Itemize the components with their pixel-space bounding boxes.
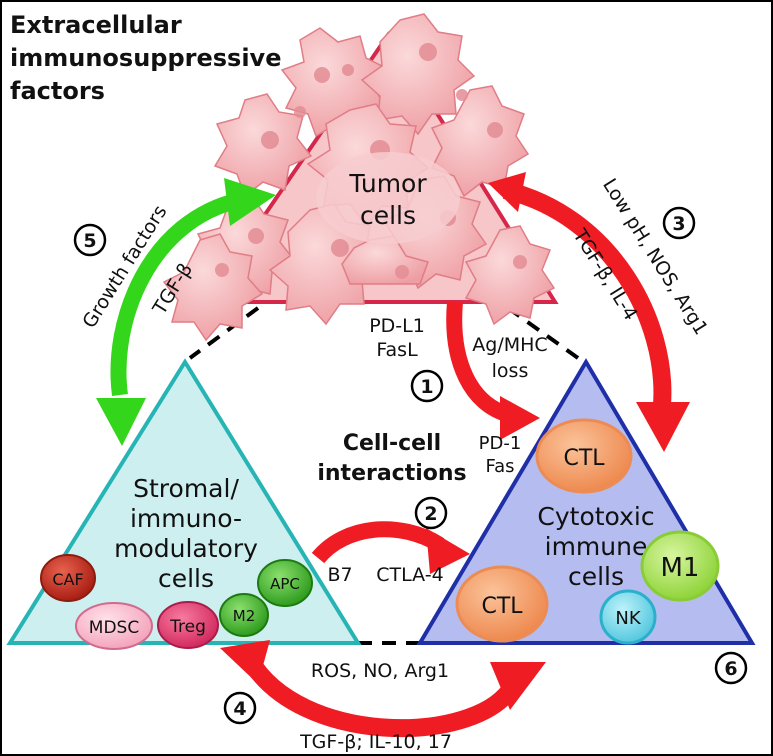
arrow-2-head	[426, 528, 470, 574]
badge-6-label: 6	[724, 658, 737, 680]
cytotoxic-label-3: cells	[568, 562, 624, 591]
stromal-label-1: Stromal/	[133, 474, 239, 503]
dashed-connectors	[188, 306, 580, 645]
badge-3-label: 3	[672, 213, 685, 235]
tumor-triangle: Tumor cells	[162, 13, 559, 342]
cell-mdsc: MDSC	[75, 602, 153, 650]
badge-4-label: 4	[233, 698, 246, 720]
a1-target-1: PD-1	[479, 433, 522, 454]
arrow-1-head	[500, 396, 540, 440]
title-line-2: immunosuppressive	[10, 44, 281, 72]
cytotoxic-label-1: Cytotoxic	[537, 502, 654, 531]
arrow-4-head-left	[220, 640, 270, 684]
tumor-label-2: cells	[360, 201, 416, 230]
badge-2: 2	[414, 496, 448, 530]
badge-1: 1	[410, 369, 444, 403]
a2-left: B7	[327, 564, 352, 586]
arrow-5-green	[110, 192, 242, 397]
cell-cell-label-1: Cell-cell	[343, 431, 441, 456]
a1-left-1: PD-L1	[369, 315, 425, 337]
a1-right-1: Ag/MHC	[472, 334, 547, 356]
cell-treg: Treg	[157, 601, 219, 649]
badge-5-label: 5	[83, 230, 96, 252]
ctl-bottom-label: CTL	[481, 594, 523, 619]
arrow-3-head-bottom	[636, 402, 690, 452]
m2-label: M2	[233, 607, 256, 625]
cell-ctl-bottom: CTL	[455, 565, 549, 643]
tumor-nuclei	[215, 43, 527, 279]
apc-label: APC	[270, 575, 300, 593]
treg-label: Treg	[169, 617, 206, 637]
badge-6: 6	[714, 651, 748, 685]
badge-2-label: 2	[424, 503, 437, 525]
badge-4: 4	[223, 691, 257, 725]
cell-caf: CAF	[40, 554, 96, 602]
cell-m1: M1	[640, 530, 720, 602]
badge-5: 5	[73, 223, 107, 257]
a4-top: ROS, NO, Arg1	[311, 660, 449, 682]
cell-cell-label-2: interactions	[317, 461, 466, 486]
arrow-4-head-right	[490, 662, 546, 710]
arrow-3-red	[502, 181, 672, 406]
title-line-1: Extracellular	[10, 11, 182, 39]
arrow-3-head-top	[488, 172, 526, 212]
stromal-label-2: immuno-	[130, 504, 242, 533]
arrow-5-head-top	[224, 178, 276, 226]
arrow-2-red	[311, 521, 445, 564]
badge-1-label: 1	[420, 376, 433, 398]
title-line-3: factors	[10, 77, 105, 105]
nk-label: NK	[615, 608, 641, 629]
mdsc-label: MDSC	[89, 618, 139, 638]
stromal-label-3: modulatory	[114, 534, 258, 563]
a1-left-2: FasL	[376, 339, 418, 361]
a4-bottom: TGF-β; IL-10, 17	[299, 731, 452, 753]
ctl-top-label: CTL	[563, 446, 605, 471]
cell-nk: NK	[599, 589, 657, 645]
cytotoxic-label-2: immune	[545, 532, 648, 561]
arrow-4-red	[242, 655, 518, 737]
badge-3: 3	[662, 206, 696, 240]
page-title: Extracellular immunosuppressive factors	[10, 11, 281, 105]
m1-label: M1	[661, 553, 700, 583]
cell-apc: APC	[257, 559, 313, 607]
arrow-1-red	[446, 301, 513, 423]
stromal-label-4: cells	[158, 564, 214, 593]
tumor-label-1: Tumor	[348, 169, 427, 198]
arrow-5-head-bottom	[96, 398, 146, 446]
a2-right: CTLA-4	[376, 564, 443, 586]
a1-right-2: loss	[492, 360, 529, 382]
cell-ctl-top: CTL	[535, 418, 633, 494]
a1-target-2: Fas	[485, 456, 514, 477]
caf-label: CAF	[52, 570, 83, 589]
cell-m2: M2	[219, 593, 269, 637]
